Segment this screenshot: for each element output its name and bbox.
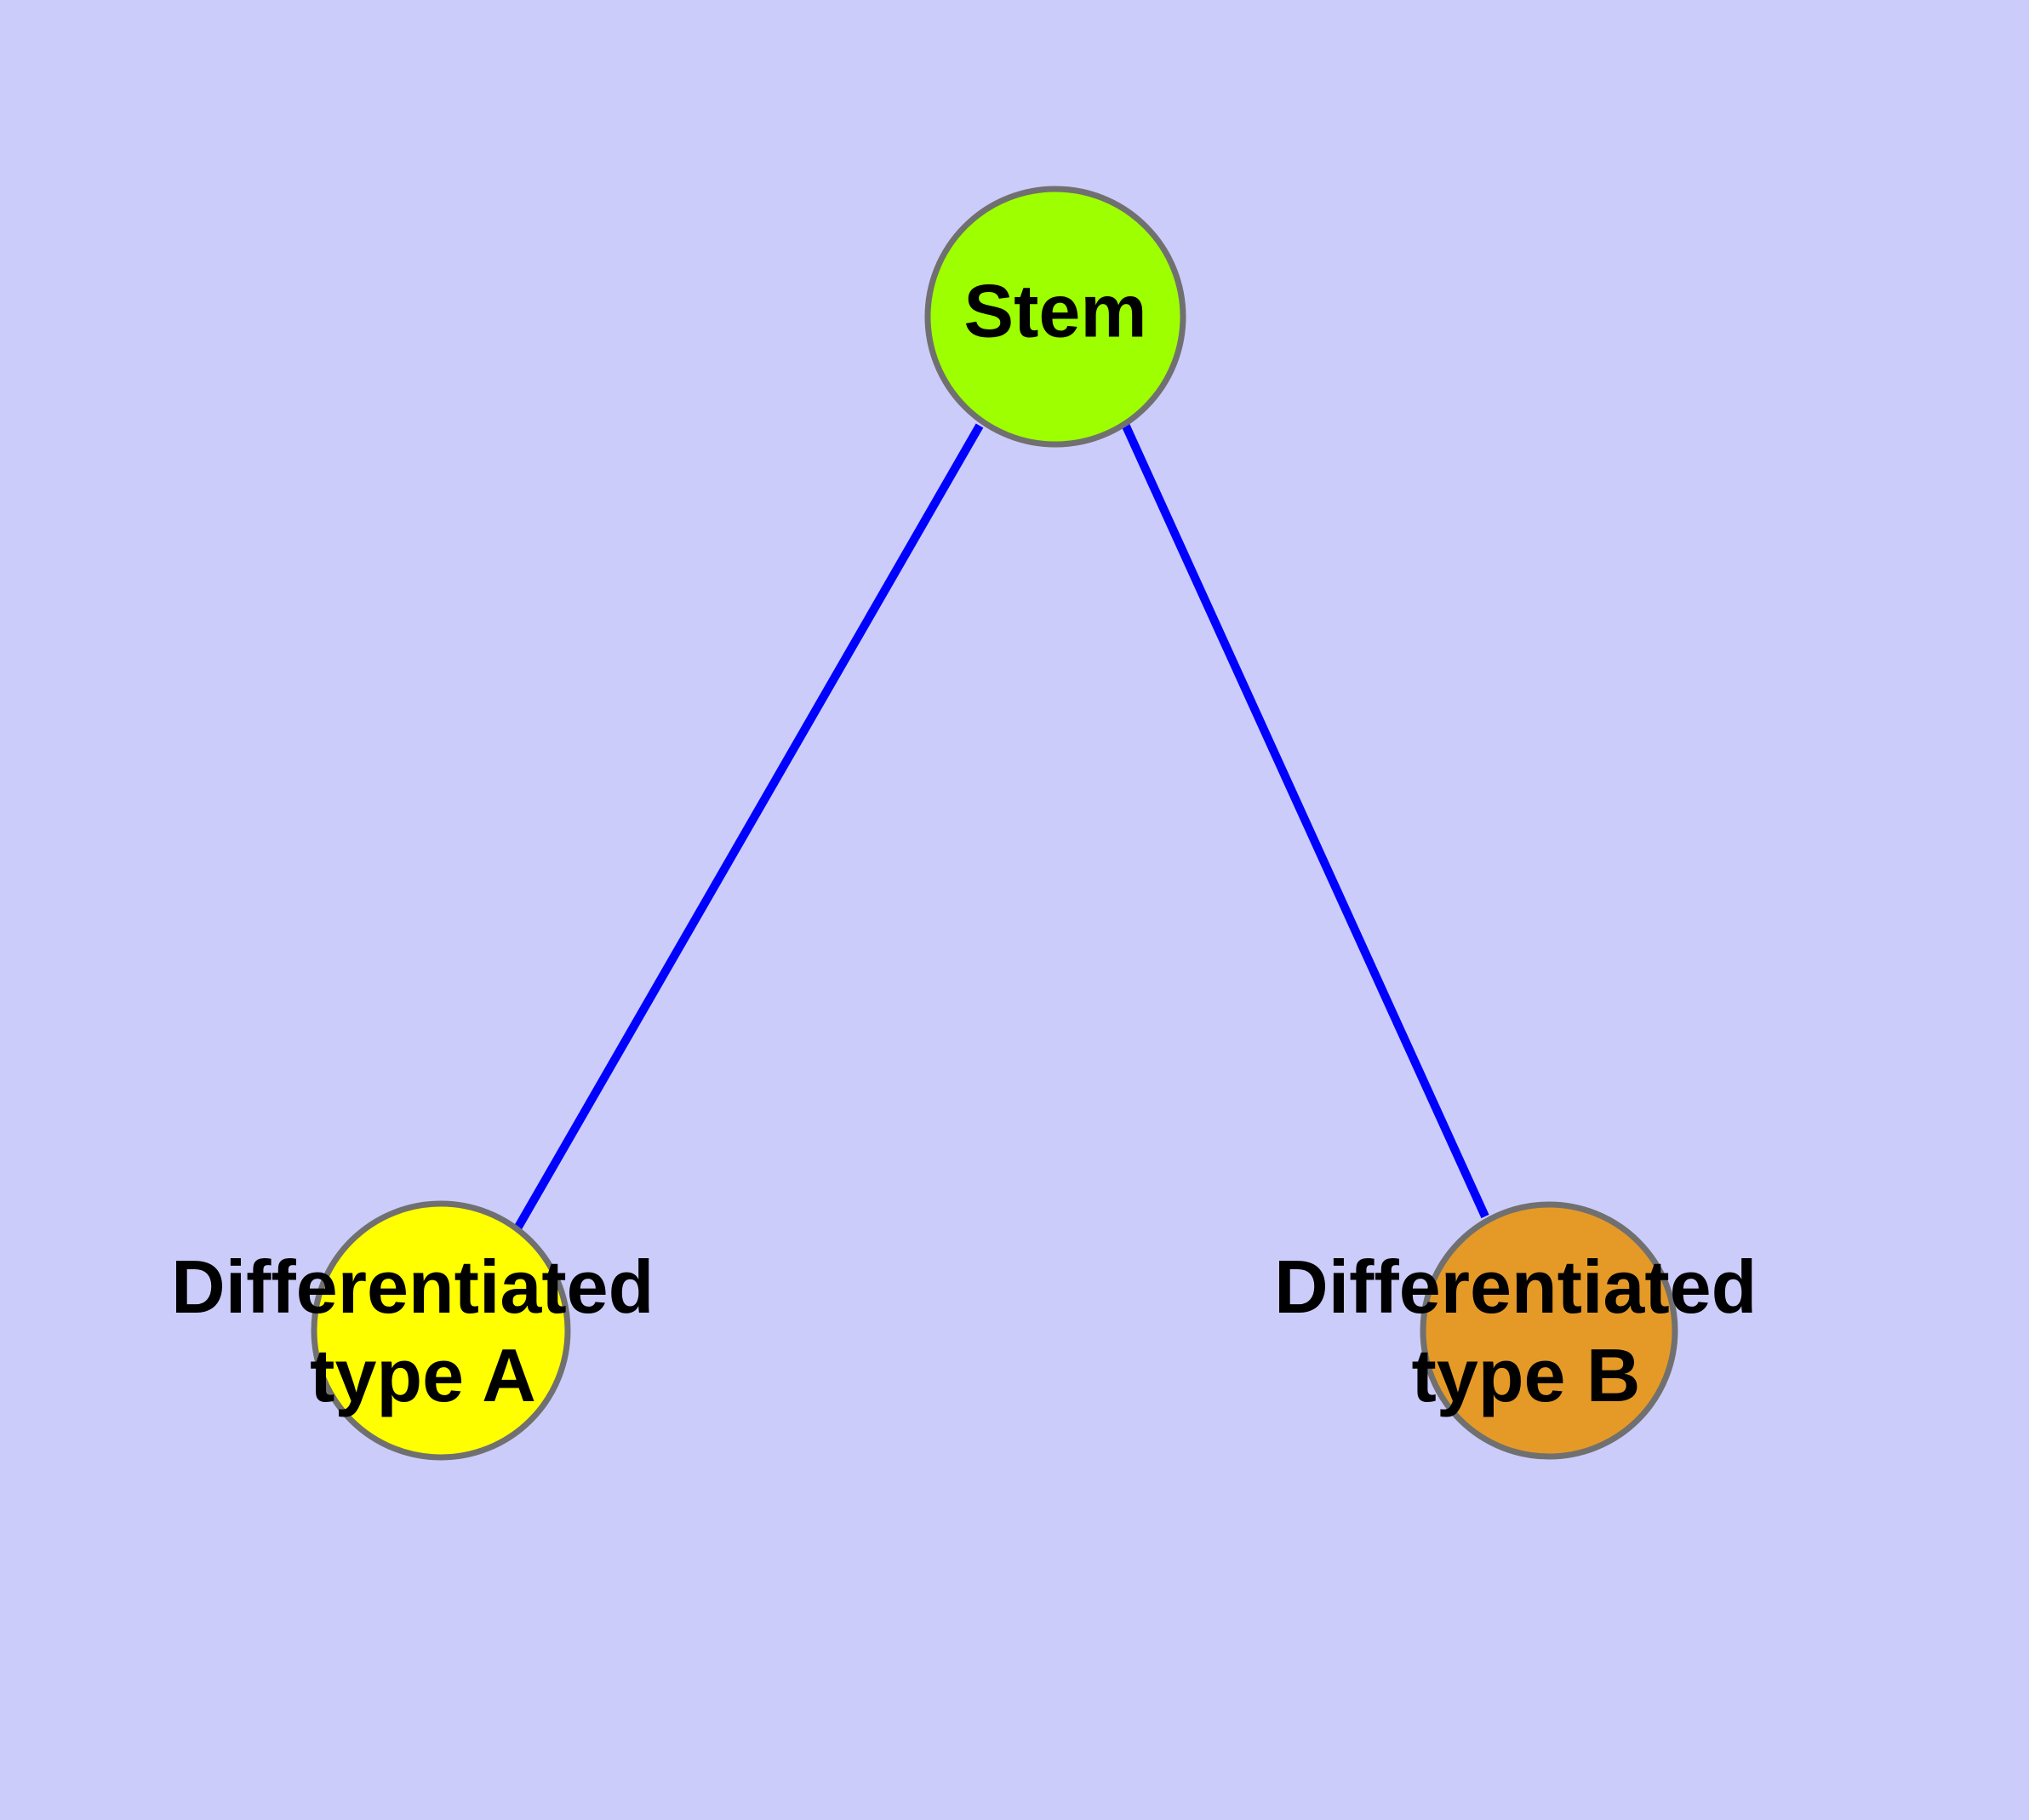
node-differentiated-type-a-label-line-1: Differentiated xyxy=(171,1245,654,1329)
node-stem-circle[interactable] xyxy=(924,186,1186,448)
node-differentiated-type-a-label: Differentiated type A xyxy=(171,1245,675,1417)
node-differentiated-type-a[interactable] xyxy=(311,1200,571,1461)
node-stem-label: Stem xyxy=(963,268,1146,352)
node-differentiated-type-b[interactable] xyxy=(1420,1201,1678,1460)
node-differentiated-type-b-circle[interactable] xyxy=(1420,1201,1678,1460)
node-differentiated-type-b-label-line-1: Differentiated xyxy=(1274,1245,1757,1329)
node-differentiated-type-b-label-line-2: type B xyxy=(1412,1333,1641,1417)
node-layer: Stem xyxy=(311,186,1678,1461)
edge-layer xyxy=(513,418,1489,1231)
edge-stem-to-differentiated-type-b[interactable] xyxy=(1119,418,1489,1219)
node-differentiated-type-b-label: Differentiated type B xyxy=(1274,1245,1778,1417)
node-differentiated-type-a-circle[interactable] xyxy=(311,1200,571,1461)
node-differentiated-type-a-label-line-2: type A xyxy=(310,1333,536,1417)
label-layer: Differentiated type A Differentiated typ… xyxy=(171,1245,1778,1417)
edge-stem-to-differentiated-type-a[interactable] xyxy=(513,423,984,1231)
node-stem[interactable]: Stem xyxy=(924,186,1186,448)
